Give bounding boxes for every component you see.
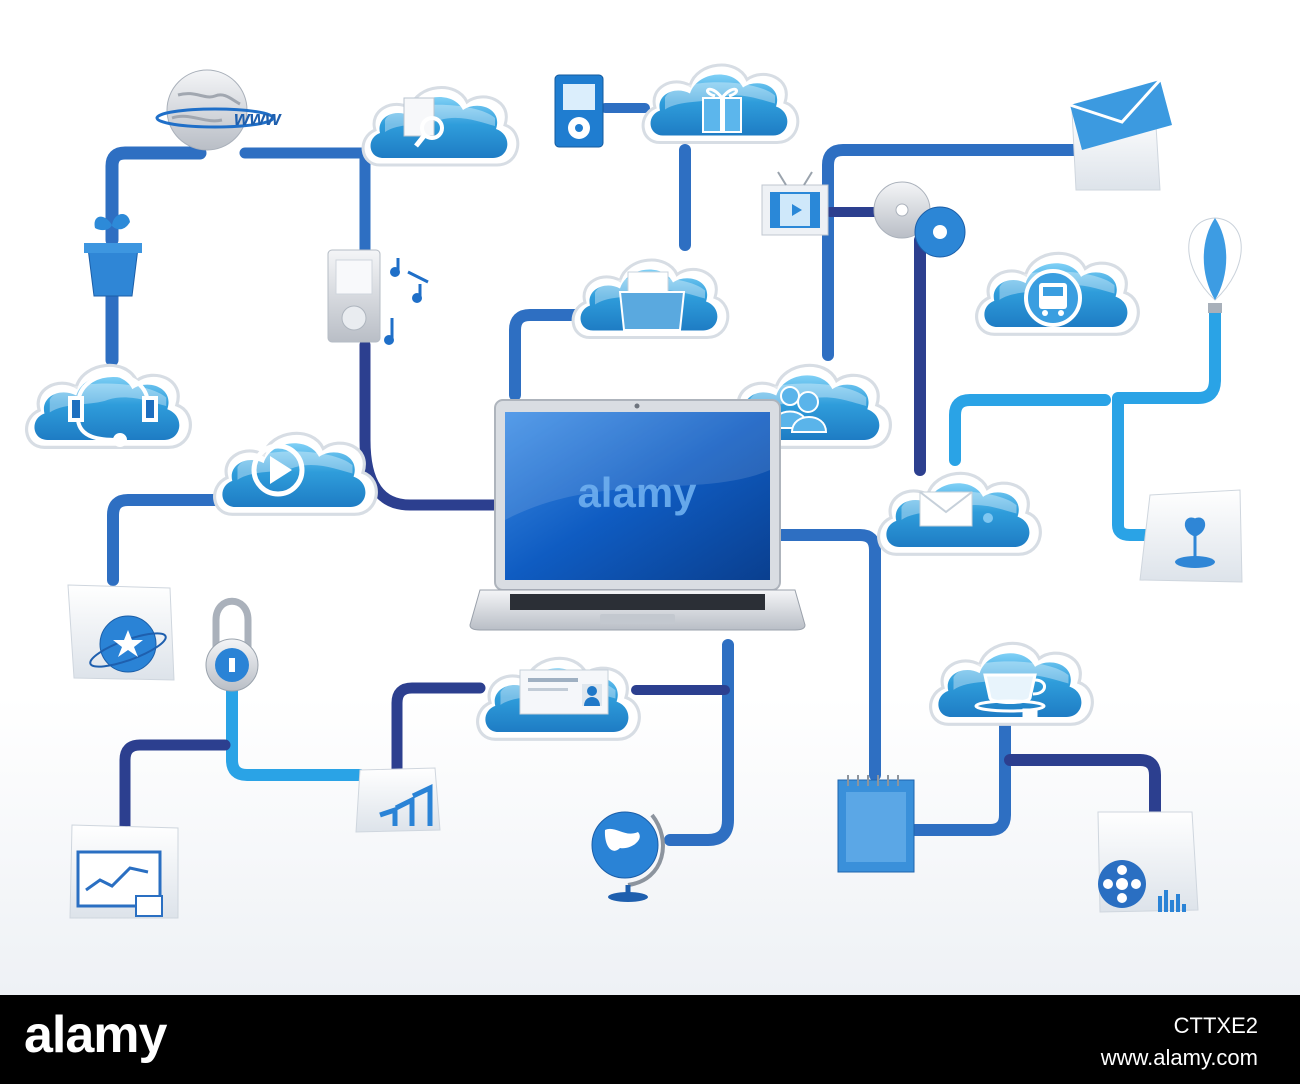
padlock-icon: [205, 597, 259, 692]
globe-www-label: www: [234, 108, 282, 130]
chart-folder-icon: [355, 767, 441, 833]
notepad-icon: [837, 775, 915, 873]
headset-icon: [68, 373, 158, 447]
network-illustration: www: [0, 0, 1300, 995]
cloud-folder: [571, 258, 730, 340]
mail-icon: [919, 491, 993, 527]
gift-icon: [702, 87, 742, 133]
cloud-mail: [877, 471, 1042, 556]
music-player-icon: [554, 74, 604, 148]
media-player-icon: [327, 249, 429, 345]
folder-cloud-icon: [618, 271, 686, 331]
plant-pot-icon: [84, 214, 142, 297]
internet-folder-icon: [67, 584, 175, 681]
footer-logo[interactable]: alamy: [24, 1006, 167, 1064]
connection-lines: [105, 103, 1221, 851]
cloud-coffee: [929, 641, 1094, 726]
chart-screen-icon: [69, 824, 179, 919]
bus-icon: [1024, 269, 1082, 327]
cloud-headset: [24, 363, 193, 449]
cloud-contact: [476, 656, 641, 741]
plant-folder-icon: [1139, 489, 1243, 583]
laptop-icon: alamy: [469, 399, 806, 631]
envelope-folder-icon: [1069, 78, 1172, 191]
cloud-gift: [641, 63, 800, 145]
cloud-bus: [975, 251, 1140, 336]
globe-stand-icon: [591, 811, 665, 902]
contact-card-icon: [519, 669, 609, 715]
cd-icon: [873, 181, 966, 258]
site-url[interactable]: www.alamy.com: [1100, 1045, 1258, 1070]
document-search-icon: [403, 97, 444, 148]
cloud-play: [213, 431, 378, 516]
footer-bar: alamy CTTXE2 www.alamy.com: [0, 995, 1300, 1084]
image-id: CTTXE2: [1173, 1013, 1258, 1038]
screen-watermark: alamy: [577, 469, 697, 516]
cloud-document-search: [361, 86, 520, 167]
air-balloon-icon: [1188, 217, 1242, 313]
globe-www-icon: www: [155, 69, 282, 151]
film-reel-icon: [1097, 811, 1199, 913]
tv-icon: [761, 171, 829, 236]
coffee-icon: [974, 673, 1046, 720]
play-icon: [251, 443, 305, 497]
network-diagram-svg: www: [0, 0, 1300, 995]
